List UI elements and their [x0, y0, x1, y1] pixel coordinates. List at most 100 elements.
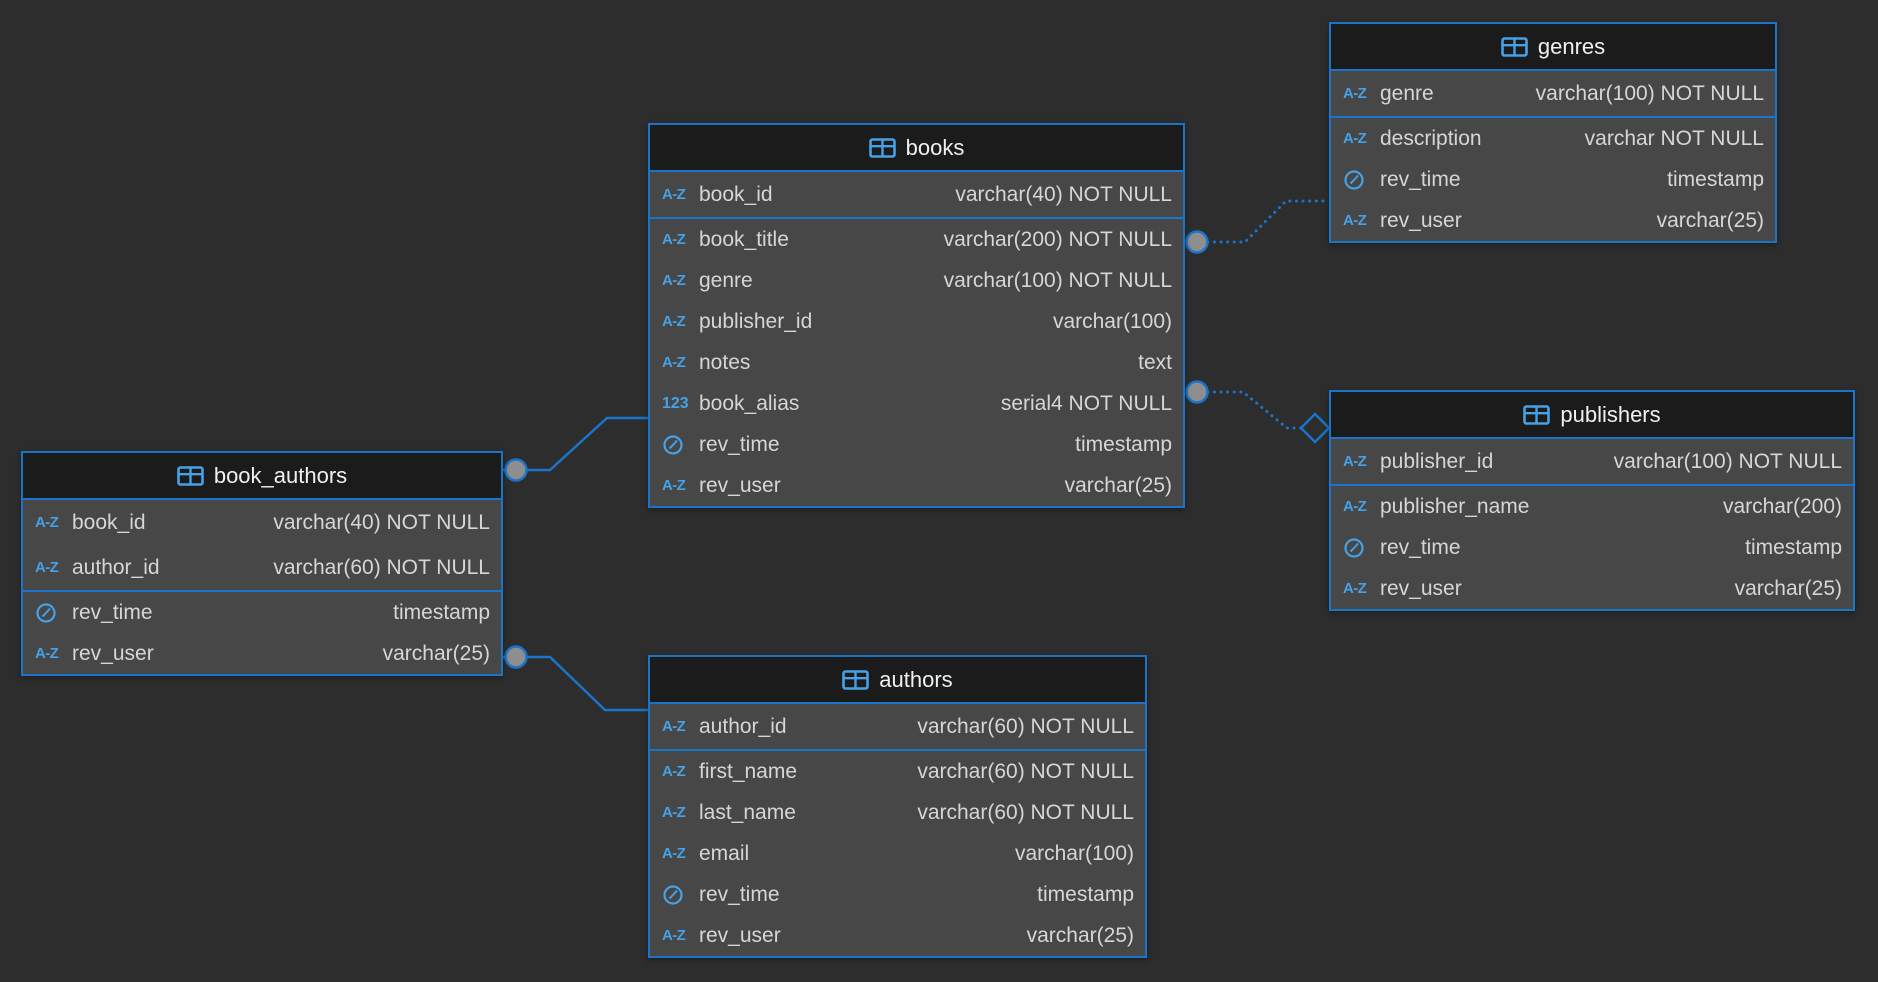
table-book-authors-header[interactable]: book_authors — [23, 453, 501, 500]
column-row[interactable]: A-Z author_id varchar(60) NOT NULL — [650, 704, 1145, 749]
text-type-icon: A-Z — [1343, 498, 1367, 515]
text-type-icon: A-Z — [662, 313, 686, 330]
column-row[interactable]: rev_time timestamp — [650, 874, 1145, 915]
column-type: varchar(25) — [1026, 923, 1134, 947]
text-type-icon: A-Z — [1343, 212, 1367, 229]
column-type: varchar(25) — [1734, 576, 1842, 600]
column-type: varchar(60) NOT NULL — [273, 555, 490, 579]
column-row[interactable]: A-Z book_id varchar(40) NOT NULL — [23, 500, 501, 545]
table-grid-icon — [868, 137, 896, 158]
column-row[interactable]: A-Z description varchar NOT NULL — [1331, 118, 1775, 159]
column-type: varchar(60) NOT NULL — [917, 714, 1134, 738]
column-name: email — [699, 841, 750, 865]
column-name: genre — [699, 268, 753, 292]
column-type: text — [1138, 350, 1172, 374]
column-type: varchar(100) NOT NULL — [1535, 81, 1764, 105]
column-row[interactable]: A-Z genre varchar(100) NOT NULL — [650, 260, 1183, 301]
column-row[interactable]: A-Z genre varchar(100) NOT NULL — [1331, 71, 1775, 116]
column-row[interactable]: rev_time timestamp — [1331, 527, 1853, 568]
table-title: authors — [879, 666, 953, 692]
column-row[interactable]: A-Z notes text — [650, 342, 1183, 383]
column-type: varchar(200) — [1722, 494, 1842, 518]
text-type-icon: A-Z — [662, 927, 686, 944]
text-type-icon: A-Z — [1343, 85, 1367, 102]
table-title: book_authors — [213, 462, 348, 488]
column-type: serial4 NOT NULL — [1000, 391, 1172, 415]
table-grid-icon — [1501, 36, 1528, 57]
text-type-icon: A-Z — [1343, 130, 1367, 147]
column-type: timestamp — [393, 600, 490, 624]
text-type-icon: A-Z — [1343, 453, 1367, 470]
text-type-icon: A-Z — [662, 804, 686, 821]
timestamp-clock-icon — [662, 884, 699, 906]
text-type-icon: A-Z — [1343, 580, 1367, 597]
column-row[interactable]: rev_time timestamp — [650, 424, 1183, 465]
table-book-authors[interactable]: book_authors A-Z book_id varchar(40) NOT… — [21, 451, 503, 676]
connector-handle[interactable] — [504, 458, 528, 482]
column-row[interactable]: A-Z book_id varchar(40) NOT NULL — [650, 172, 1183, 217]
column-row[interactable]: A-Z publisher_id varchar(100) — [650, 301, 1183, 342]
table-books[interactable]: books A-Z book_id varchar(40) NOT NULL A… — [648, 123, 1185, 508]
column-name: rev_time — [72, 600, 153, 624]
text-type-icon: A-Z — [662, 354, 686, 371]
relationship-line-book_authors-authors[interactable] — [503, 655, 648, 712]
connector-handle[interactable] — [1185, 380, 1209, 404]
column-row[interactable]: 123 book_alias serial4 NOT NULL — [650, 383, 1183, 424]
open-diamond-marker[interactable] — [1299, 412, 1331, 444]
column-row[interactable]: rev_time timestamp — [23, 592, 501, 633]
column-row[interactable]: A-Z email varchar(100) — [650, 833, 1145, 874]
table-publishers[interactable]: publishers A-Z publisher_id varchar(100)… — [1329, 390, 1855, 611]
column-type: varchar(40) NOT NULL — [273, 510, 490, 534]
column-type: varchar(25) — [1656, 208, 1764, 232]
column-row[interactable]: A-Z rev_user varchar(25) — [23, 633, 501, 674]
table-authors[interactable]: authors A-Z author_id varchar(60) NOT NU… — [648, 655, 1147, 958]
text-type-icon: A-Z — [662, 763, 686, 780]
column-name: publisher_name — [1380, 494, 1530, 518]
text-type-icon: A-Z — [662, 231, 686, 248]
connector-handle[interactable] — [1185, 230, 1209, 254]
column-name: genre — [1380, 81, 1434, 105]
column-row[interactable]: A-Z rev_user varchar(25) — [650, 915, 1145, 956]
column-name: book_id — [699, 182, 773, 206]
connector-handle[interactable] — [504, 645, 528, 669]
timestamp-clock-icon — [1343, 537, 1380, 559]
text-type-icon: A-Z — [662, 718, 686, 735]
column-row[interactable]: A-Z publisher_name varchar(200) — [1331, 486, 1853, 527]
relationship-line-books-genres[interactable] — [1186, 199, 1331, 244]
column-row[interactable]: A-Z author_id varchar(60) NOT NULL — [23, 545, 501, 590]
column-name: rev_user — [1380, 576, 1462, 600]
column-name: publisher_id — [1380, 449, 1494, 473]
text-type-icon: A-Z — [662, 845, 686, 862]
table-authors-header[interactable]: authors — [650, 657, 1145, 704]
table-genres[interactable]: genres A-Z genre varchar(100) NOT NULL A… — [1329, 22, 1777, 243]
column-name: rev_user — [72, 641, 154, 665]
column-name: rev_time — [1380, 167, 1461, 191]
table-publishers-header[interactable]: publishers — [1331, 392, 1853, 439]
column-type: varchar(100) — [1014, 841, 1134, 865]
table-grid-icon — [177, 465, 204, 486]
timestamp-clock-icon — [35, 602, 72, 624]
relationship-line-books-publishers[interactable] — [1186, 390, 1303, 430]
column-row[interactable]: A-Z first_name varchar(60) NOT NULL — [650, 751, 1145, 792]
column-row[interactable]: A-Z publisher_id varchar(100) NOT NULL — [1331, 439, 1853, 484]
column-type: timestamp — [1667, 167, 1764, 191]
column-row[interactable]: A-Z rev_user varchar(25) — [1331, 200, 1775, 241]
column-name: rev_user — [699, 473, 781, 497]
column-row[interactable]: A-Z last_name varchar(60) NOT NULL — [650, 792, 1145, 833]
column-type: varchar(100) NOT NULL — [943, 268, 1172, 292]
column-name: rev_time — [699, 432, 780, 456]
table-genres-header[interactable]: genres — [1331, 24, 1775, 71]
text-type-icon: A-Z — [35, 559, 59, 576]
column-row[interactable]: A-Z book_title varchar(200) NOT NULL — [650, 219, 1183, 260]
text-type-icon: A-Z — [35, 514, 59, 531]
column-type: varchar(25) — [382, 641, 490, 665]
column-name: first_name — [699, 759, 798, 783]
table-books-header[interactable]: books — [650, 125, 1183, 172]
column-row[interactable]: A-Z rev_user varchar(25) — [1331, 568, 1853, 609]
column-row[interactable]: rev_time timestamp — [1331, 159, 1775, 200]
column-name: rev_time — [699, 882, 780, 906]
column-name: notes — [699, 350, 751, 374]
table-grid-icon — [1523, 404, 1551, 425]
column-row[interactable]: A-Z rev_user varchar(25) — [650, 465, 1183, 506]
